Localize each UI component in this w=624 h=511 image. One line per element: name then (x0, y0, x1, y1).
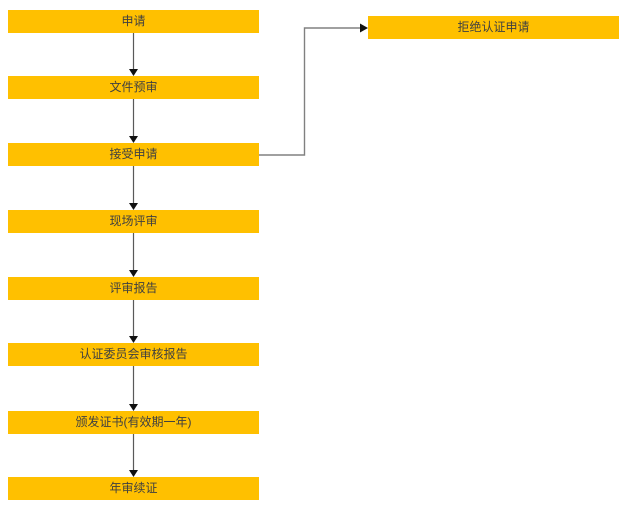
flow-step-document-pre-review: 文件预审 (8, 76, 259, 99)
down-arrow-1 (129, 33, 138, 76)
elbow-connector-reject (259, 23, 368, 156)
flow-step-on-site-review: 现场评审 (8, 210, 259, 233)
down-arrow-7 (129, 434, 138, 477)
down-arrow-6 (129, 366, 138, 411)
flow-step-reject-application: 拒绝认证申请 (368, 16, 619, 39)
flow-step-apply: 申请 (8, 10, 259, 33)
down-arrow-3 (129, 166, 138, 210)
flow-step-annual-renewal: 年审续证 (8, 477, 259, 500)
flow-step-accept-application: 接受申请 (8, 143, 259, 166)
flow-step-review-report: 评审报告 (8, 277, 259, 300)
down-arrow-4 (129, 233, 138, 277)
down-arrow-5 (129, 300, 138, 343)
flow-step-issue-certificate: 颁发证书(有效期一年) (8, 411, 259, 434)
down-arrow-2 (129, 99, 138, 143)
flow-step-committee-review-report: 认证委员会审核报告 (8, 343, 259, 366)
